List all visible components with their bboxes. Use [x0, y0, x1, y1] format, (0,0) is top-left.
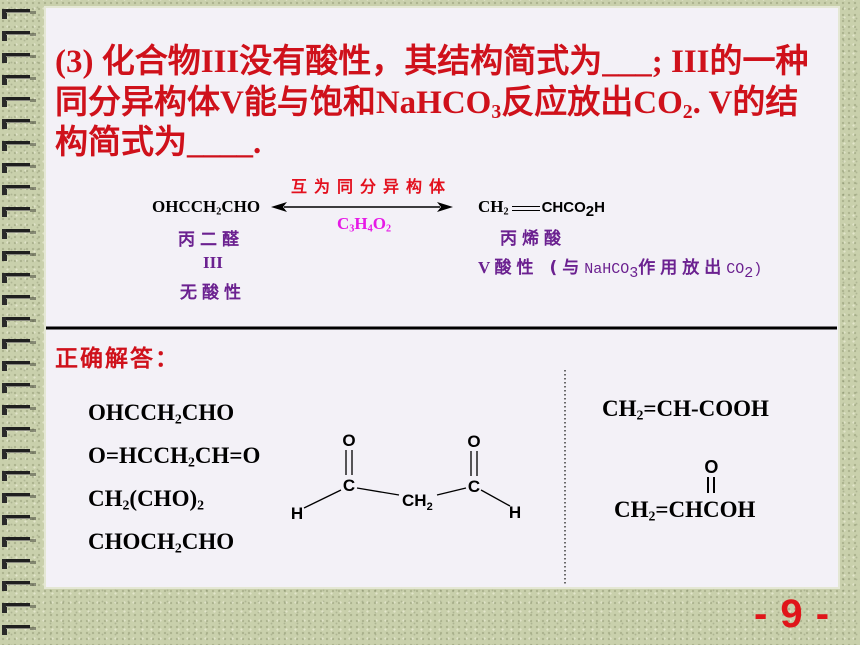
formula-text: CHO	[181, 400, 235, 425]
carbon-atom-left: C	[343, 476, 355, 495]
subscript: 4	[367, 223, 373, 235]
subscript: 3	[349, 223, 355, 235]
formula-text: H	[354, 214, 368, 233]
property-text: 酸性 (与	[494, 258, 585, 278]
answer-formula-2: O=HCCH2CH=O	[88, 443, 260, 469]
property-text: 作用放出	[638, 258, 727, 278]
subscript: 3	[629, 264, 639, 282]
malondialdehyde-name: 丙二醛	[178, 230, 244, 250]
formula-text: (CHO)	[129, 486, 198, 511]
question-line-3: 构简式为____.	[55, 125, 262, 161]
single-bond	[480, 489, 511, 507]
arrow-head-right	[437, 202, 453, 212]
formula-text: O=HCCH	[88, 443, 188, 468]
formula-text: CH	[88, 486, 123, 511]
property-text: )	[753, 261, 763, 278]
malondialdehyde-structure: O O C C H H CH2	[291, 431, 521, 523]
carbonyl-oxygen: O	[704, 457, 719, 477]
question-line-1: (3) 化合物III没有酸性，其结构简式为___; III的一种	[55, 44, 809, 80]
page-number: - 9 -	[754, 592, 831, 636]
property-formula: CO	[726, 261, 745, 278]
subscript: 2	[503, 206, 509, 218]
subscript: 2	[122, 497, 130, 513]
formula-text: =CH	[655, 497, 704, 522]
subscript: 2	[197, 497, 205, 513]
methylene-text: CH	[402, 491, 427, 510]
acrylic-acid-condensed-formula: CH2=CH-COOH	[602, 396, 769, 422]
formula-text: =CH-COOH	[643, 396, 769, 421]
subscript: 2	[744, 264, 754, 282]
hydrogen-atom-left: H	[291, 504, 303, 523]
subscript: 2	[648, 508, 656, 524]
question-text: 同分异构体V能与饱和NaHCO	[55, 85, 492, 121]
formula-text: CHO	[221, 197, 261, 216]
answer-formula-1: OHCCH2CHO	[88, 400, 234, 426]
formula-text: C	[703, 497, 720, 522]
oxygen-atom-right: O	[467, 432, 480, 451]
double-arrow-icon	[271, 202, 453, 212]
formula-text: OH	[719, 497, 756, 522]
subscript: 2	[188, 454, 195, 470]
formula-text: OHCCH	[88, 400, 175, 425]
methylene-group: CH2	[402, 491, 433, 513]
malondialdehyde-formula: OHCCH2CHO	[152, 197, 261, 218]
hydrogen-atom-right: H	[509, 503, 521, 522]
single-bond	[436, 487, 467, 496]
acidity-property: V 酸性 (与NaHCO3作用放出CO2)	[478, 258, 763, 282]
spiral-binding	[0, 0, 40, 645]
subscript: 2	[216, 206, 222, 218]
formula-text: OHCCH	[152, 197, 217, 216]
formula-text: CH	[614, 497, 649, 522]
double-bond	[511, 205, 540, 211]
subscript: 3	[491, 100, 502, 123]
subscript: 2	[427, 501, 433, 513]
subscript: 2	[636, 407, 644, 423]
property-formula: NaHCO	[584, 261, 630, 278]
formula-text: O	[372, 214, 386, 233]
subscript: 2	[585, 202, 595, 220]
formula-text: CHO	[181, 529, 235, 554]
single-bond	[356, 487, 400, 496]
single-bond	[303, 489, 342, 509]
oxygen-atom-left: O	[342, 431, 355, 450]
subscript: 2	[174, 411, 182, 427]
formula-text: C	[337, 214, 350, 233]
subscript: 2	[174, 540, 182, 556]
question-text: 反应放出CO	[501, 85, 683, 121]
formula-text: CH	[602, 396, 637, 421]
carbon-atom-right: C	[468, 477, 480, 496]
question-line-2: 同分异构体V能与饱和NaHCO3反应放出CO2. V的结	[55, 83, 798, 123]
double-bond	[707, 477, 716, 493]
acrylic-acid-name: 丙烯酸	[500, 229, 566, 249]
molecular-formula: C3H4O2	[337, 214, 392, 235]
formula-text: CHCO	[541, 199, 586, 216]
answer-formula-4: CHOCH2CHO	[88, 529, 234, 555]
compound-label-iii: III	[203, 253, 223, 272]
formula-text: CH=O	[194, 443, 261, 468]
answer-heading: 正确解答：	[55, 346, 180, 372]
formula-text: CH	[478, 197, 504, 216]
isomer-relation-label: 互为同分异构体	[291, 177, 453, 196]
formula-text: CHOCH	[88, 529, 175, 554]
subscript: 2	[385, 223, 392, 235]
answer-formula-3: CH2(CHO)2	[88, 486, 204, 512]
compound-label-v: V	[478, 258, 491, 277]
content-panel	[46, 8, 838, 587]
no-acidity-label: 无酸性	[180, 283, 246, 303]
arrow-head-left	[271, 202, 287, 212]
formula-text: H	[594, 199, 605, 216]
question-text: . V的结	[692, 85, 799, 121]
subscript: 2	[682, 100, 693, 123]
